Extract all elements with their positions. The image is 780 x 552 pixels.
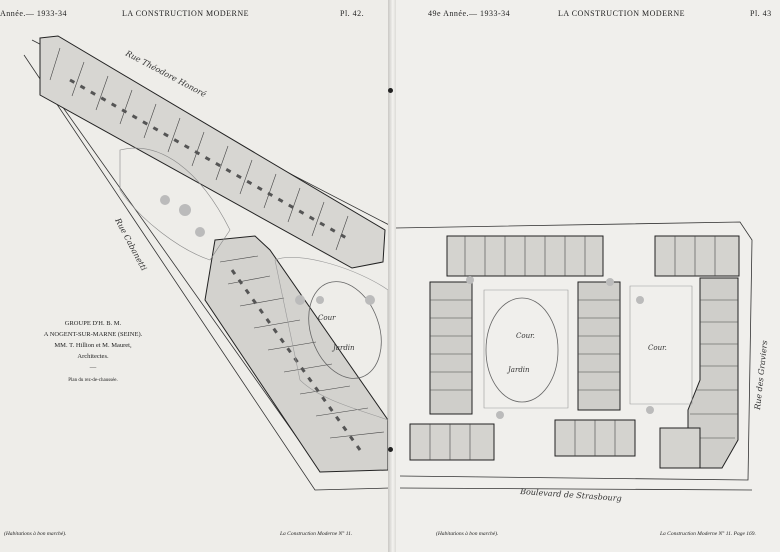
building-wing-vertical-center bbox=[577, 281, 621, 411]
building-wing-top bbox=[39, 35, 386, 269]
caption-subtitle: Plan du rez-de-chaussée. bbox=[68, 378, 118, 383]
plan-caption: GROUPE D'H. B. M. A NOGENT-SUR-MARNE (SE… bbox=[18, 318, 168, 386]
caption-role: Architectes. bbox=[77, 353, 109, 360]
building-wing-vertical-left bbox=[429, 281, 473, 415]
garden-label-center: Jardin bbox=[506, 366, 530, 374]
caption-location: A NOGENT-SUR-MARNE (SEINE). bbox=[43, 331, 143, 338]
building-row-top-right bbox=[446, 235, 740, 277]
street-label-diagonal: Rue Cabanetti bbox=[113, 216, 149, 273]
street-label-right: Rue des Graviers bbox=[753, 340, 769, 411]
right-header-magazine: LA CONSTRUCTION MODERNE bbox=[558, 9, 686, 18]
left-header-year: Année.— 1933-34 bbox=[0, 9, 68, 18]
binding-dot bbox=[388, 447, 393, 452]
left-footer-note: (Habitations à bon marché). bbox=[4, 531, 67, 537]
building-row-bottom-right bbox=[409, 419, 701, 469]
right-header-year: 49e Année.— 1933-34 bbox=[428, 9, 511, 18]
building-wing-vertical-right bbox=[687, 277, 739, 469]
page-gutter bbox=[388, 0, 396, 552]
court-label-right: Cour. bbox=[648, 344, 667, 352]
caption-dash: — bbox=[89, 364, 97, 371]
caption-architects: MM. T. Hillion et M. Mauret, bbox=[54, 342, 132, 349]
right-courtyards bbox=[466, 276, 693, 419]
binding-dot bbox=[388, 88, 393, 93]
court-label-center: Cour. bbox=[516, 332, 535, 340]
right-footer-note: (Habitations à bon marché). bbox=[436, 531, 499, 537]
garden-label-left: Jardin bbox=[331, 344, 355, 352]
left-header-plate: Pl. 42. bbox=[340, 9, 365, 18]
court-label-left: Cour bbox=[318, 314, 336, 322]
right-header-plate: Pl. 43 bbox=[750, 9, 772, 18]
left-footer-magazine: La Construction Moderne N° 11. bbox=[280, 531, 353, 537]
left-header-magazine: LA CONSTRUCTION MODERNE bbox=[122, 9, 250, 18]
caption-title: GROUPE D'H. B. M. bbox=[64, 320, 122, 327]
building-wing-lower bbox=[204, 235, 389, 473]
right-footer-magazine: La Construction Moderne N° 11. Page 169. bbox=[660, 531, 756, 537]
